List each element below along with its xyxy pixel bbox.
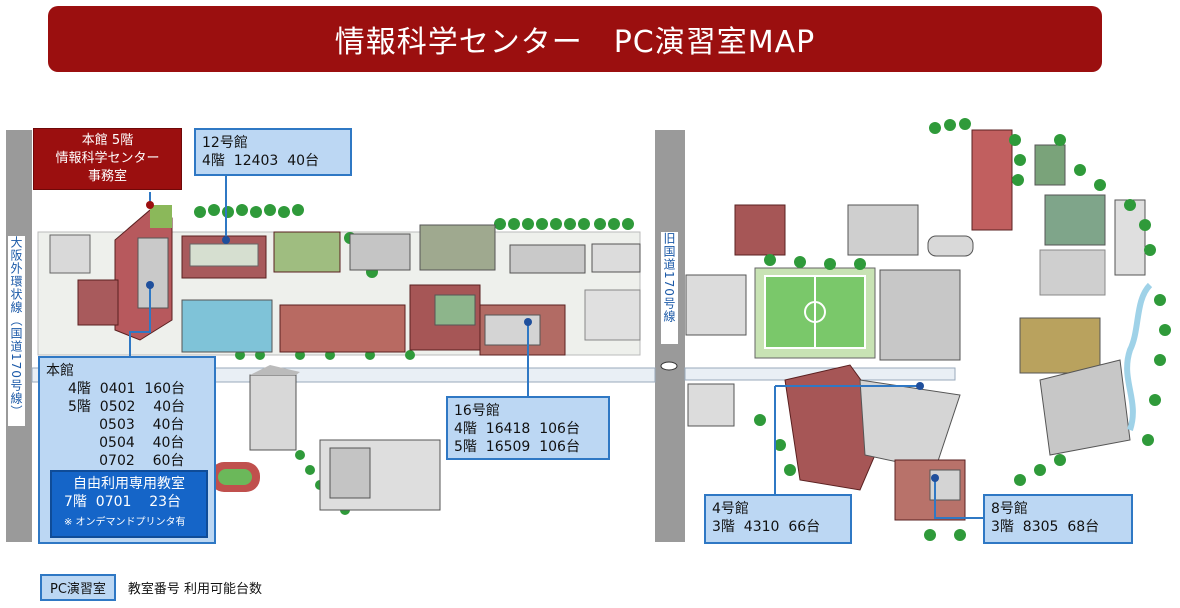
building-12-label: 12号館 4階 12403 40台 (194, 128, 352, 176)
free-room-label: 自由利用専用教室 7階 0701 23台 ※ オンデマンドプリンタ有 (50, 470, 208, 538)
right-building-gray (847, 204, 919, 256)
leader-lines (129, 175, 985, 519)
building-gray-strip (509, 244, 586, 274)
building-8 (894, 459, 966, 521)
free-room-title: 自由利用専用教室 (73, 476, 185, 492)
building-south (319, 439, 441, 511)
building-12-room: 4階 12403 40台 (202, 153, 320, 169)
soccer-center-circle (804, 301, 826, 323)
right-building-red (734, 204, 786, 256)
road-label-center: 旧国道170号線 (661, 232, 678, 344)
right-building-teal (1044, 194, 1106, 246)
building-16-label: 16号館 4階 16418 106台 5階 16509 106台 (446, 396, 610, 460)
right-building-box (687, 383, 735, 427)
leader-dots (146, 201, 939, 482)
building-gray-mid (349, 233, 411, 271)
honkan-room-row: 0503 40台 (68, 417, 185, 433)
running-track (210, 462, 260, 492)
building-upper-mid (419, 224, 496, 271)
honkan-room-row: 0504 40台 (68, 435, 185, 451)
hq-office-line1: 本館 5階 (81, 133, 134, 148)
building-brown-long (279, 304, 406, 353)
right-parking (1039, 249, 1106, 296)
parking-lot (584, 289, 641, 341)
building-12-name: 12号館 (202, 135, 248, 151)
legend: PC演習室 教室番号 利用可能台数 (40, 574, 262, 601)
building-16-room: 5階 16509 106台 (454, 439, 580, 455)
building-16-name: 16号館 (454, 403, 500, 419)
building-gate (591, 243, 641, 273)
building-left-tower (249, 365, 300, 451)
right-building-green-roof (1034, 144, 1066, 186)
building-8-name: 8号館 (991, 501, 1028, 517)
building-small-left (49, 234, 91, 274)
building-blue-roof (181, 299, 273, 353)
building-12 (181, 235, 267, 279)
honkan-room-row: 4階 0401 160台 (68, 381, 186, 397)
honkan-room-row: 5階 0502 40台 (68, 399, 186, 415)
building-center-green (434, 294, 476, 326)
stream (1124, 282, 1153, 431)
right-building-tall (971, 129, 1013, 231)
hq-office-line2: 情報科学センター (55, 151, 160, 166)
right-building-large (1039, 359, 1131, 456)
right-building-olive (1019, 317, 1101, 374)
building-8-label: 8号館 3階 8305 68台 (983, 494, 1133, 544)
honkan-building (114, 205, 173, 341)
building-4 (784, 364, 961, 491)
honkan-name: 本館 (46, 363, 74, 379)
road-label-left: 大阪外環状線（国道170号線） (8, 236, 25, 426)
free-room-row: 7階 0701 23台 (64, 494, 182, 510)
hq-office-line3: 事務室 (87, 169, 127, 184)
legend-swatch: PC演習室 (40, 574, 116, 601)
building-4-name: 4号館 (712, 501, 749, 517)
free-room-note: ※ オンデマンドプリンタ有 (64, 517, 186, 528)
building-16-room: 4階 16418 106台 (454, 421, 580, 437)
traffic-light (660, 361, 678, 371)
building-green-roof (273, 231, 341, 273)
right-tree-clusters (754, 118, 1171, 541)
building-4-room: 3階 4310 66台 (712, 519, 821, 535)
hq-office-label: 本館 5階 情報科学センター 事務室 (33, 128, 182, 190)
field-stands (879, 269, 961, 361)
building-left-annex (77, 279, 119, 326)
honkan-room-row: 0702 60台 (68, 453, 185, 469)
building-8-room: 3階 8305 68台 (991, 519, 1100, 535)
right-building-curved (927, 235, 974, 257)
building-4-label: 4号館 3階 4310 66台 (704, 494, 852, 544)
right-building-strip (1114, 199, 1146, 276)
right-building-mid (685, 274, 747, 336)
page-title: 情報科学センター PC演習室MAP (48, 6, 1102, 72)
building-16 (479, 304, 566, 356)
legend-text: 教室番号 利用可能台数 (127, 582, 263, 597)
